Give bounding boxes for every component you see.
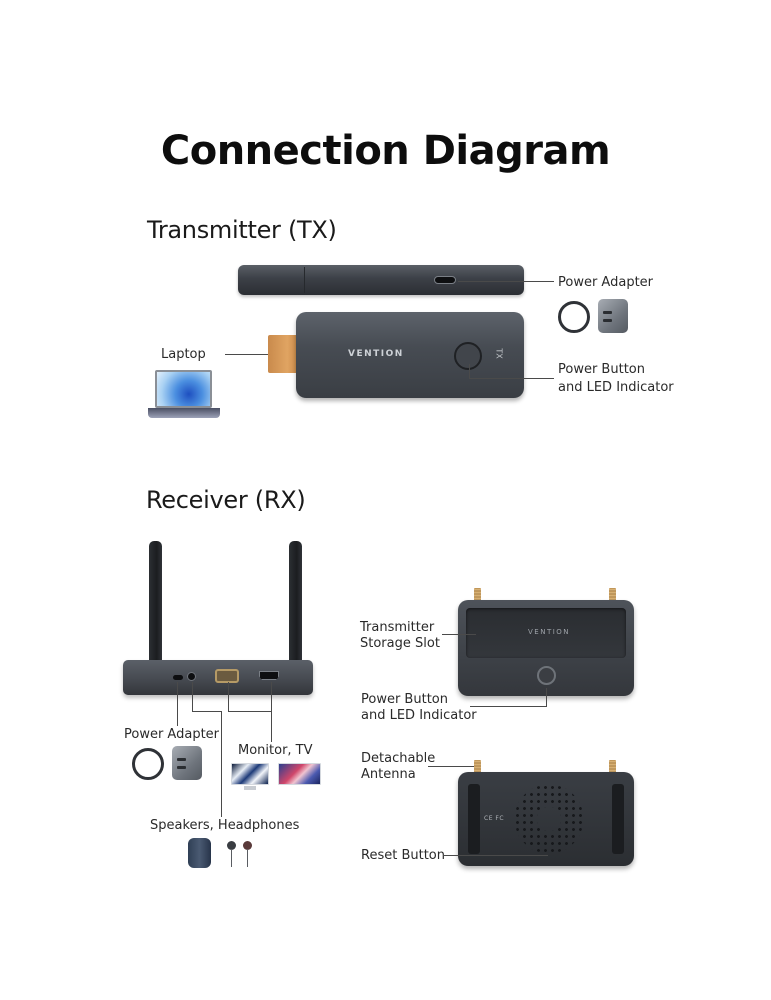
usb-c-port — [434, 276, 456, 284]
leader-line-rx-button-v — [546, 688, 547, 707]
sma-connector-right-bottom — [609, 760, 616, 774]
monitor-icon — [231, 763, 269, 785]
receiver-brand-logo: VENTION — [528, 628, 571, 636]
antenna-label-2: Antenna — [361, 767, 416, 782]
transmitter-brand-logo: VENTION — [348, 349, 404, 359]
earbud-right-icon — [243, 841, 252, 850]
transmitter-top-view — [238, 265, 524, 295]
reset-button-label: Reset Button — [361, 848, 445, 863]
earbud-right-wire — [247, 849, 248, 867]
sma-connector-left-bottom — [474, 760, 481, 774]
tv-icon — [278, 763, 321, 785]
antenna-label-1: Detachable — [361, 751, 436, 766]
certification-marks: CE FC — [484, 815, 505, 822]
leader-line-laptop — [225, 354, 268, 355]
leader-line-antenna — [428, 766, 474, 767]
usb-cable-icon — [132, 748, 164, 780]
rx-power-button — [537, 666, 556, 685]
leader-line-tx-button-h — [469, 378, 554, 379]
tx-power-adapter-label: Power Adapter — [558, 275, 654, 290]
leader-line-tx-power-adapter — [458, 281, 554, 282]
speaker-vent — [514, 784, 584, 854]
storage-slot-label-1: Transmitter — [360, 620, 435, 635]
rubber-foot-right — [612, 784, 624, 854]
laptop-keyboard — [148, 408, 220, 418]
receiver-back-view — [123, 660, 313, 695]
receiver-bottom-view: CE FC — [458, 772, 634, 866]
leader-line-rx-button-h — [470, 706, 547, 707]
receiver-top-view: VENTION — [458, 600, 634, 696]
rx-power-adapter-label: Power Adapter — [124, 727, 220, 742]
sma-connector-left — [474, 588, 481, 602]
transmitter-storage-slot: VENTION — [466, 608, 626, 658]
speaker-icon — [188, 838, 211, 868]
antenna-left — [149, 541, 162, 666]
storage-slot-label-2: Storage Slot — [360, 636, 440, 651]
usb-cable-icon — [558, 301, 590, 333]
leader-line-reset — [443, 855, 548, 856]
receiver-heading: Receiver (RX) — [146, 486, 306, 514]
rx-audio-port — [187, 672, 196, 681]
antenna-right — [289, 541, 302, 666]
earbud-left-icon — [227, 841, 236, 850]
leader-line-rx-audio-3 — [221, 711, 222, 817]
transmitter-seam — [304, 267, 305, 293]
transmitter-front-view: VENTION TX — [296, 312, 524, 398]
tx-power-button — [454, 342, 482, 370]
leader-line-rx-audio-2 — [192, 711, 221, 712]
rx-vga-port — [215, 669, 239, 683]
monitor-tv-label: Monitor, TV — [238, 743, 313, 758]
tx-device-mark: TX — [494, 348, 504, 359]
power-charger-icon — [598, 299, 628, 333]
tx-power-button-label-2: and LED Indicator — [558, 380, 674, 395]
monitor-stand — [244, 786, 256, 790]
rubber-foot-left — [468, 784, 480, 854]
sma-connector-right — [609, 588, 616, 602]
leader-line-rx-video-h — [228, 711, 271, 712]
rx-usb-c-port — [173, 675, 183, 680]
transmitter-heading: Transmitter (TX) — [147, 216, 337, 244]
leader-line-rx-vga — [228, 682, 229, 712]
page-title: Connection Diagram — [160, 128, 611, 174]
rx-power-button-label-1: Power Button — [361, 692, 448, 707]
earbud-left-wire — [231, 849, 232, 867]
laptop-label: Laptop — [161, 347, 206, 362]
hdmi-connector — [268, 335, 300, 373]
speakers-headphones-label: Speakers, Headphones — [150, 818, 300, 833]
rx-power-button-label-2: and LED Indicator — [361, 708, 477, 723]
leader-line-tx-button-v — [469, 364, 470, 379]
leader-line-rx-audio-1 — [192, 682, 193, 712]
power-charger-icon — [172, 746, 202, 780]
laptop-icon — [155, 370, 212, 408]
leader-line-storage-slot — [442, 634, 476, 635]
rx-hdmi-port — [259, 671, 279, 680]
tx-power-button-label-1: Power Button — [558, 362, 645, 377]
leader-line-rx-hdmi — [271, 682, 272, 742]
leader-line-rx-power — [177, 682, 178, 726]
